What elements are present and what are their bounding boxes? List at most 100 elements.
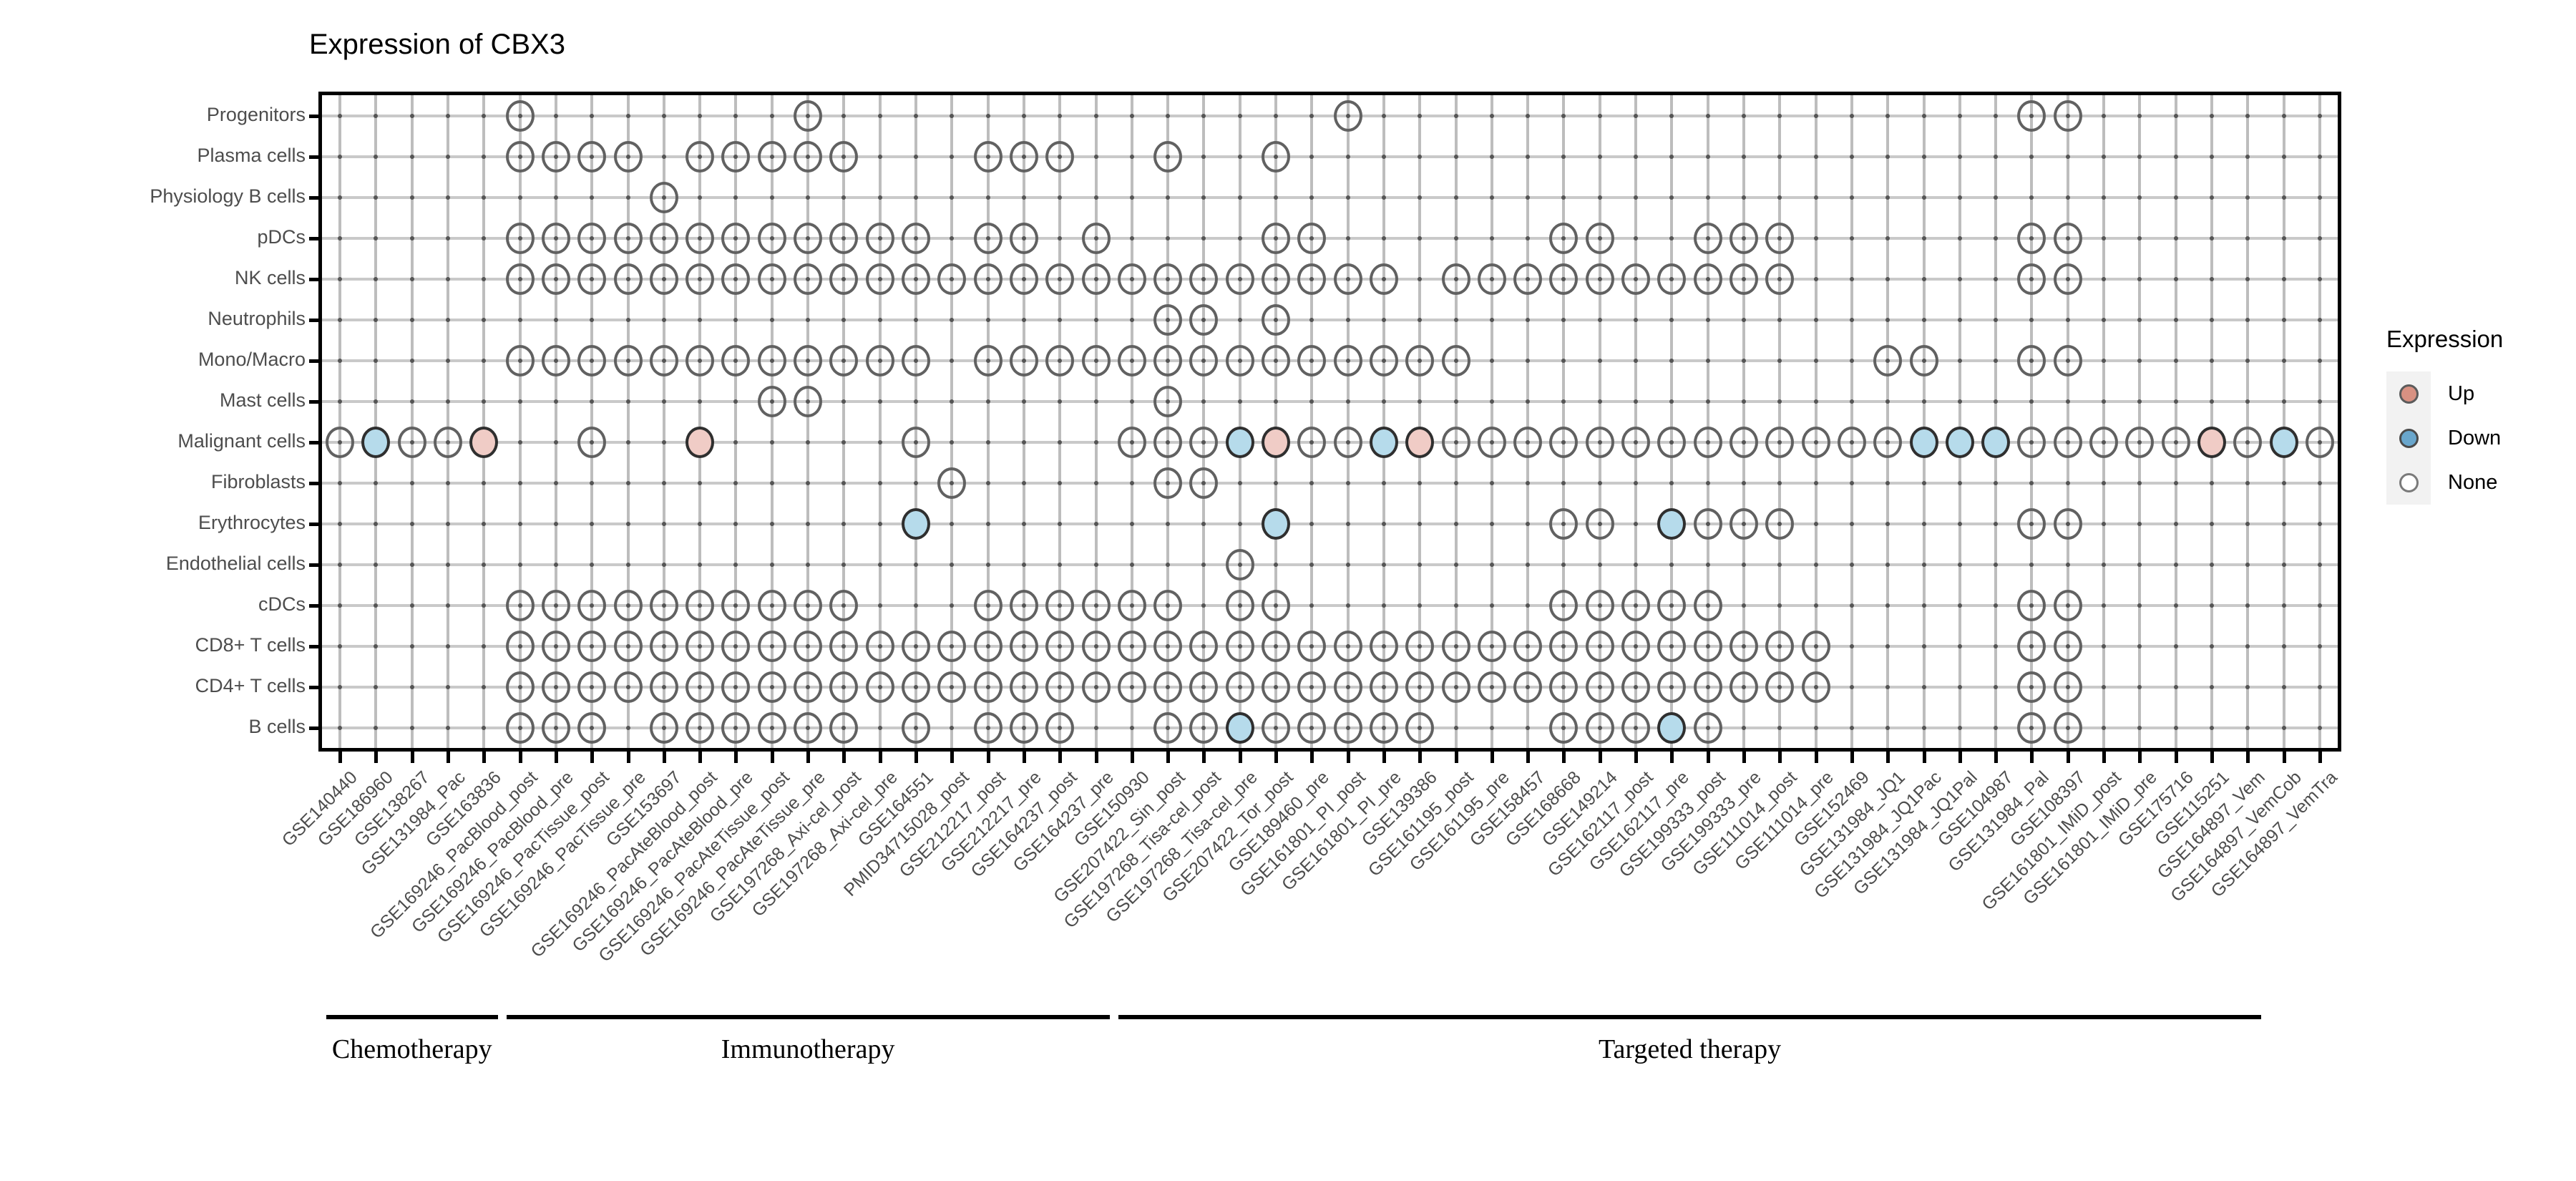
data-point[interactable] xyxy=(721,140,751,172)
data-point[interactable] xyxy=(1045,711,1075,744)
data-point[interactable] xyxy=(1585,426,1614,458)
data-point[interactable] xyxy=(1297,344,1327,376)
data-point[interactable] xyxy=(757,385,786,417)
legend-item[interactable]: Up xyxy=(2386,371,2503,416)
data-point[interactable] xyxy=(721,589,751,621)
data-point[interactable] xyxy=(1549,263,1579,295)
legend-item[interactable]: None xyxy=(2386,460,2503,505)
data-point[interactable] xyxy=(1693,222,1722,254)
data-point[interactable] xyxy=(1369,344,1398,376)
data-point[interactable] xyxy=(829,589,859,621)
data-point[interactable] xyxy=(649,344,678,376)
data-point[interactable] xyxy=(1477,263,1506,295)
data-point[interactable] xyxy=(1981,426,2011,458)
data-point[interactable] xyxy=(1081,671,1111,703)
data-point[interactable] xyxy=(1153,263,1183,295)
data-point[interactable] xyxy=(1225,630,1254,662)
data-point[interactable] xyxy=(1405,344,1435,376)
data-point[interactable] xyxy=(937,630,967,662)
data-point[interactable] xyxy=(937,467,967,499)
data-point[interactable] xyxy=(973,711,1002,744)
data-point[interactable] xyxy=(1585,671,1614,703)
data-point[interactable] xyxy=(2269,426,2298,458)
data-point[interactable] xyxy=(686,630,715,662)
data-point[interactable] xyxy=(829,671,859,703)
data-point[interactable] xyxy=(757,671,786,703)
data-point[interactable] xyxy=(1585,589,1614,621)
data-point[interactable] xyxy=(686,140,715,172)
data-point[interactable] xyxy=(577,263,607,295)
data-point[interactable] xyxy=(794,222,823,254)
data-point[interactable] xyxy=(686,222,715,254)
data-point[interactable] xyxy=(1081,630,1111,662)
data-point[interactable] xyxy=(1153,671,1183,703)
data-point[interactable] xyxy=(1045,263,1075,295)
data-point[interactable] xyxy=(577,222,607,254)
data-point[interactable] xyxy=(1262,671,1291,703)
data-point[interactable] xyxy=(1153,630,1183,662)
data-point[interactable] xyxy=(1693,671,1722,703)
data-point[interactable] xyxy=(2017,507,2046,540)
data-point[interactable] xyxy=(1513,263,1543,295)
data-point[interactable] xyxy=(2017,589,2046,621)
data-point[interactable] xyxy=(721,344,751,376)
data-point[interactable] xyxy=(505,671,535,703)
data-point[interactable] xyxy=(2017,671,2046,703)
data-point[interactable] xyxy=(2053,99,2082,132)
data-point[interactable] xyxy=(1153,467,1183,499)
data-point[interactable] xyxy=(577,140,607,172)
data-point[interactable] xyxy=(1405,671,1435,703)
data-point[interactable] xyxy=(1441,630,1470,662)
data-point[interactable] xyxy=(794,711,823,744)
data-point[interactable] xyxy=(1262,426,1291,458)
data-point[interactable] xyxy=(1117,344,1146,376)
data-point[interactable] xyxy=(865,630,894,662)
data-point[interactable] xyxy=(1009,344,1038,376)
data-point[interactable] xyxy=(541,589,570,621)
data-point[interactable] xyxy=(649,589,678,621)
data-point[interactable] xyxy=(829,222,859,254)
data-point[interactable] xyxy=(1297,426,1327,458)
data-point[interactable] xyxy=(794,99,823,132)
data-point[interactable] xyxy=(1189,711,1219,744)
data-point[interactable] xyxy=(902,426,930,458)
data-point[interactable] xyxy=(1117,671,1146,703)
data-point[interactable] xyxy=(757,344,786,376)
data-point[interactable] xyxy=(757,263,786,295)
data-point[interactable] xyxy=(794,671,823,703)
data-point[interactable] xyxy=(937,263,967,295)
data-point[interactable] xyxy=(1369,711,1398,744)
data-point[interactable] xyxy=(721,630,751,662)
data-point[interactable] xyxy=(1657,507,1687,540)
data-point[interactable] xyxy=(757,140,786,172)
data-point[interactable] xyxy=(902,671,930,703)
data-point[interactable] xyxy=(1009,711,1038,744)
data-point[interactable] xyxy=(613,140,643,172)
data-point[interactable] xyxy=(973,263,1002,295)
data-point[interactable] xyxy=(577,589,607,621)
data-point[interactable] xyxy=(757,222,786,254)
data-point[interactable] xyxy=(1621,426,1651,458)
data-point[interactable] xyxy=(649,263,678,295)
data-point[interactable] xyxy=(2053,344,2082,376)
data-point[interactable] xyxy=(1549,222,1579,254)
data-point[interactable] xyxy=(2233,426,2263,458)
data-point[interactable] xyxy=(1153,140,1183,172)
data-point[interactable] xyxy=(613,263,643,295)
data-point[interactable] xyxy=(902,711,930,744)
data-point[interactable] xyxy=(1117,630,1146,662)
data-point[interactable] xyxy=(1477,630,1506,662)
data-point[interactable] xyxy=(902,344,930,376)
data-point[interactable] xyxy=(757,711,786,744)
data-point[interactable] xyxy=(505,630,535,662)
data-point[interactable] xyxy=(794,344,823,376)
data-point[interactable] xyxy=(1225,344,1254,376)
data-point[interactable] xyxy=(1262,630,1291,662)
data-point[interactable] xyxy=(1081,222,1111,254)
data-point[interactable] xyxy=(1621,630,1651,662)
data-point[interactable] xyxy=(686,671,715,703)
data-point[interactable] xyxy=(1045,344,1075,376)
data-point[interactable] xyxy=(1801,630,1830,662)
data-point[interactable] xyxy=(1153,385,1183,417)
data-point[interactable] xyxy=(1873,344,1903,376)
